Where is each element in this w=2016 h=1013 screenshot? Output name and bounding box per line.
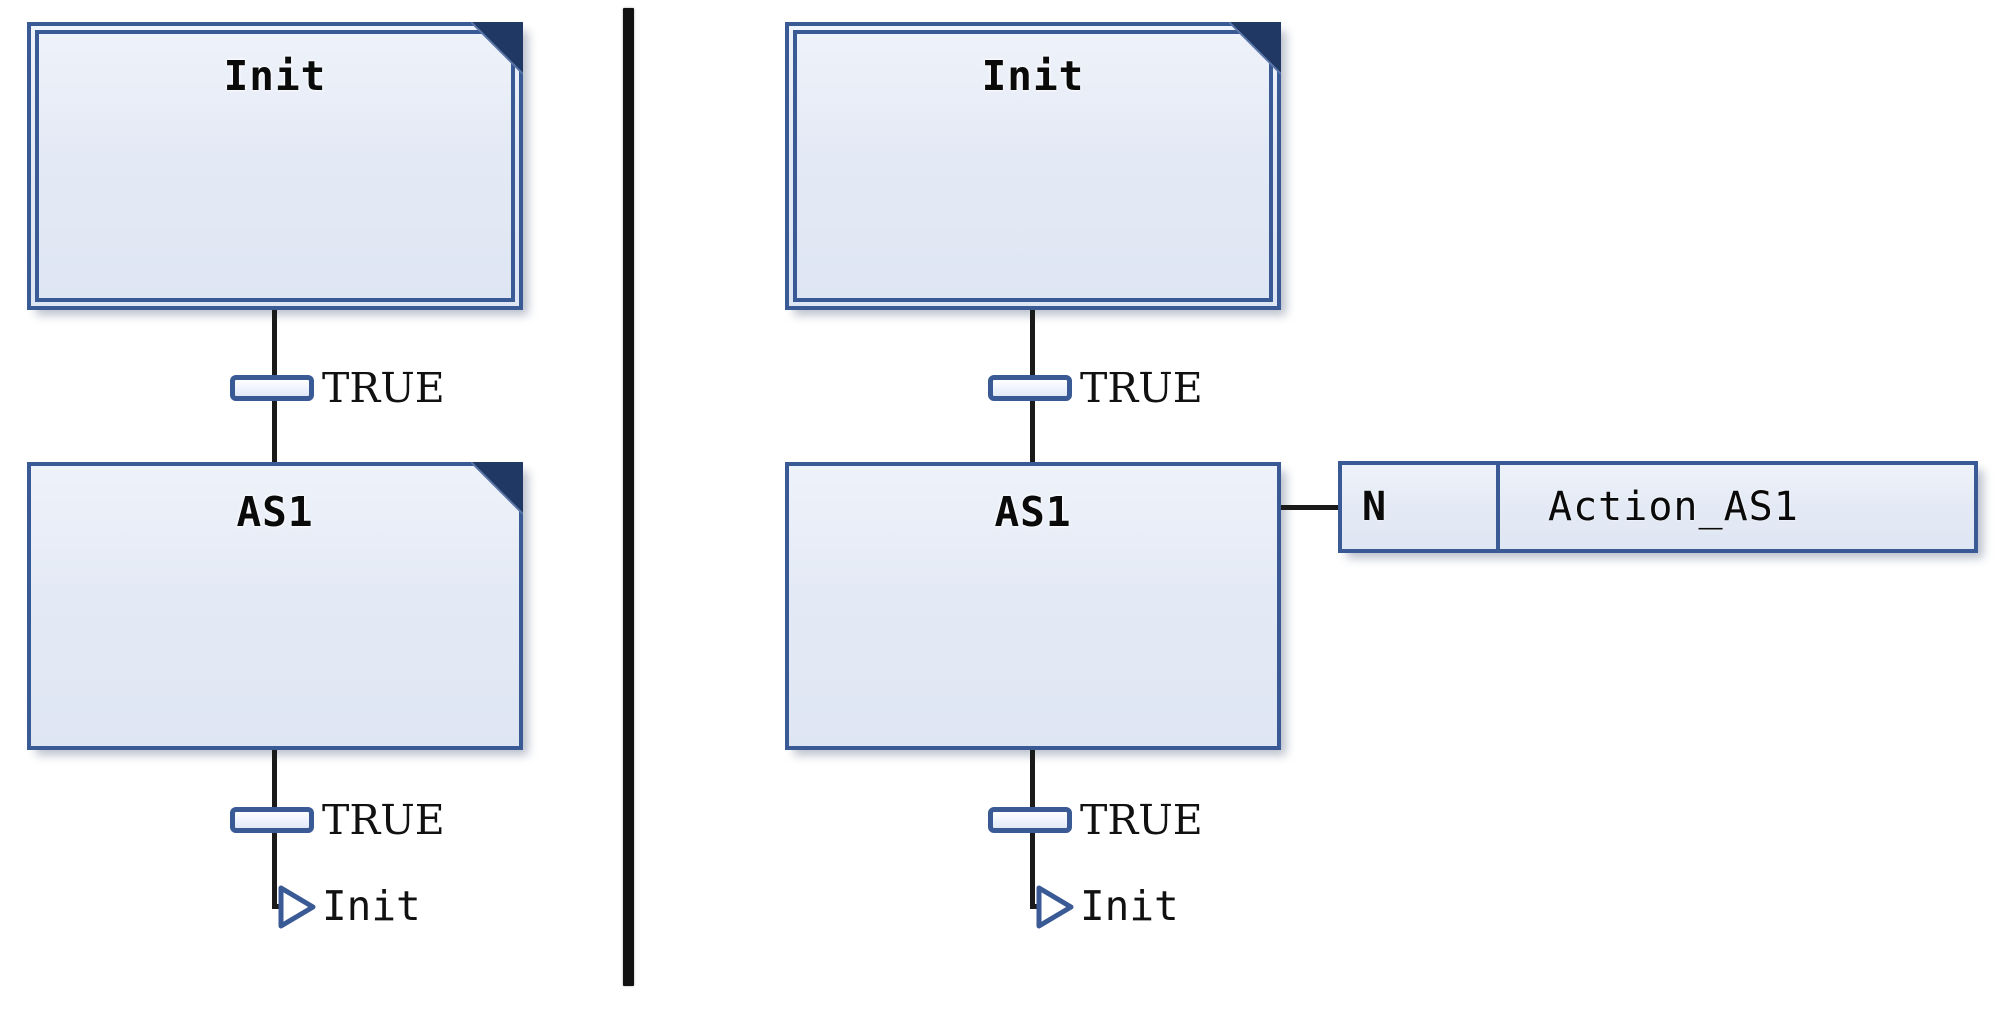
action-block-a1[interactable]: N Action_AS1: [1338, 461, 1978, 553]
transition-bar-t2-right[interactable]: [988, 807, 1072, 833]
connector-as1-to-transition-left: [272, 750, 277, 820]
connector-transition-to-jump-left: [272, 833, 277, 909]
action-name-cell: Action_AS1: [1548, 484, 1799, 530]
step-box-as1-left[interactable]: AS1: [27, 461, 524, 750]
connector-jump-elbow-left: [272, 904, 284, 909]
panel-divider: [623, 8, 634, 986]
connector-jump-elbow-right: [1030, 904, 1042, 909]
connector-init-to-transition-left: [272, 310, 277, 388]
connector-transition-to-jump-right: [1030, 833, 1035, 909]
transition-label-t1-right: TRUE: [1080, 364, 1203, 412]
step-box-init-left[interactable]: Init: [27, 21, 524, 310]
action-qualifier-cell: N: [1342, 465, 1500, 549]
transition-label-t2-left: TRUE: [322, 796, 445, 844]
jump-target-label-right: Init: [1080, 882, 1179, 930]
transition-bar-t1-left[interactable]: [230, 375, 314, 401]
transition-label-t1-left: TRUE: [322, 364, 445, 412]
connector-as1-to-action: [1281, 505, 1341, 510]
step-box-as1-right[interactable]: AS1: [785, 462, 1281, 750]
transition-bar-t1-right[interactable]: [988, 375, 1072, 401]
step-label: Init: [223, 52, 327, 100]
transition-label-t2-right: TRUE: [1080, 796, 1203, 844]
connector-init-to-transition-right: [1030, 310, 1035, 388]
step-box-init-right[interactable]: Init: [785, 21, 1282, 310]
step-label: Init: [981, 52, 1085, 100]
transition-bar-t2-left[interactable]: [230, 807, 314, 833]
jump-target-label-left: Init: [322, 882, 421, 930]
connector-transition-to-as1-right: [1030, 401, 1035, 466]
step-label: AS1: [994, 488, 1072, 536]
step-label: AS1: [236, 488, 314, 536]
connector-transition-to-as1-left: [272, 401, 277, 466]
connector-as1-to-transition-right: [1030, 750, 1035, 820]
